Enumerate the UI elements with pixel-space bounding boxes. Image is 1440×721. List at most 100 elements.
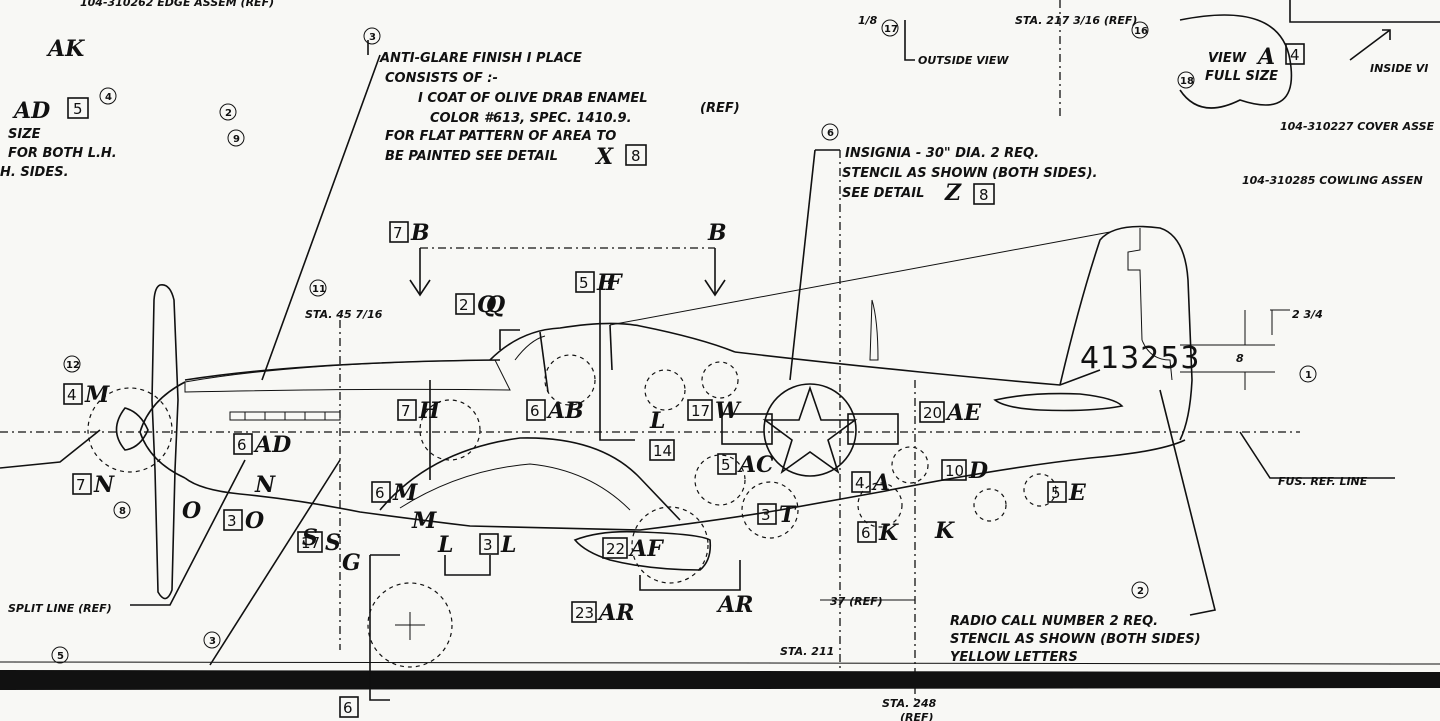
anti-glare-line-2: CONSISTS OF :-: [385, 71, 498, 86]
dim-8: 8: [1236, 352, 1244, 365]
marker-box-number: 14: [653, 442, 672, 460]
marker-box: [371, 481, 391, 503]
radio-line-3: YELLOW LETTERS: [950, 650, 1078, 665]
marker-box: [479, 533, 499, 555]
marker-letter: M: [392, 480, 418, 506]
anti-glare-ref: (REF): [700, 101, 740, 116]
marker-box: [857, 521, 877, 543]
marker-letter: N: [93, 472, 115, 498]
marker-letter: S: [302, 525, 318, 551]
marker-box: [919, 401, 945, 423]
dim-37: 37 (REF): [830, 595, 883, 608]
marker-box-number: 4: [855, 474, 865, 492]
balloon-circle: [227, 129, 245, 147]
marker-box: [571, 601, 597, 623]
split-line-label: SPLIT LINE (REF): [8, 602, 112, 615]
serial-number: 413253: [1080, 341, 1201, 376]
marker-box: [63, 383, 83, 405]
balloon-circle: [51, 646, 69, 664]
marker-letter: O: [182, 498, 201, 524]
balloon-number: 11: [312, 284, 326, 295]
marker-letter: K: [934, 518, 955, 544]
balloon-number: 9: [233, 134, 240, 145]
balloon-number: 4: [105, 92, 112, 103]
sta-45-note: STA. 45 7/16: [305, 308, 383, 321]
marker-letter: E: [1068, 480, 1087, 506]
balloon-number: 1: [1305, 370, 1312, 381]
marker-letter: T: [779, 502, 797, 528]
anti-glare-line-5: FOR FLAT PATTERN OF AREA TO: [385, 129, 616, 144]
marker-box: [233, 433, 253, 455]
cowling-assem-note: 104-310285 COWLING ASSEN: [1242, 174, 1423, 187]
marker-box: [297, 531, 323, 553]
balloon-number: 6: [827, 128, 834, 139]
marker-box-number: 3: [227, 512, 237, 530]
view-a-letter: A: [1256, 44, 1275, 70]
insignia-line-1: INSIGNIA - 30" DIA. 2 REQ.: [845, 146, 1039, 161]
marker-box-number: 4: [67, 386, 77, 404]
marker-letter: Q: [477, 292, 496, 318]
marker-box: [397, 399, 417, 421]
marker-box: [339, 696, 359, 718]
aircraft-outline: [87, 225, 1193, 668]
balloon-number: 16: [1134, 26, 1148, 37]
anti-glare-line-1: ANTI-GLARE FINISH I PLACE: [379, 51, 582, 66]
marker-letter: AR: [716, 592, 753, 618]
marker-letter: H: [418, 398, 441, 424]
radio-line-2: STENCIL AS SHOWN (BOTH SIDES): [950, 632, 1201, 647]
marker-box: [455, 293, 475, 315]
sta-217-note: STA. 217 3/16 (REF): [1015, 14, 1137, 27]
marker-box: [757, 503, 777, 525]
marker-box-number: 22: [606, 540, 625, 558]
marker-box-number: 10: [945, 462, 964, 480]
marker-letter: L: [500, 532, 516, 558]
marker-letter: G: [342, 550, 361, 576]
marker-box-number: 5: [579, 274, 589, 292]
marker-box: [649, 439, 675, 461]
marker-box: [389, 221, 409, 243]
marker-box: [851, 471, 871, 493]
balloon-circle: [113, 501, 131, 519]
insignia-detail-box: 8: [979, 186, 989, 204]
marker-box-number: 6: [343, 699, 353, 717]
marker-box: [687, 399, 713, 421]
dim-eighth: 1/8: [858, 14, 878, 27]
balloon-number: 2: [225, 108, 232, 119]
marker-box-number: 7: [76, 476, 86, 494]
ad-for-both: FOR BOTH L.H.: [8, 146, 117, 161]
marker-box: [526, 399, 546, 421]
marker-letter: B: [410, 220, 430, 246]
marker-box: [1047, 481, 1067, 503]
marker-letter: AC: [737, 452, 774, 478]
sta-248-label: STA. 248: [882, 697, 937, 710]
balloon-circle: [1299, 365, 1317, 383]
marker-box-number: 3: [483, 536, 493, 554]
sta-211-label: STA. 211: [780, 645, 834, 658]
balloon-circle: [99, 87, 117, 105]
anti-glare-line-6: BE PAINTED SEE DETAIL: [385, 149, 558, 164]
marker-box-number: 2: [459, 296, 469, 314]
balloon-circle: [203, 631, 221, 649]
balloon-circle: [1177, 71, 1195, 89]
marker-box-number: 23: [575, 604, 594, 622]
view-a-full-size: FULL SIZE: [1205, 69, 1278, 84]
marker-letter: N: [254, 472, 276, 498]
marker-letter: M: [84, 382, 110, 408]
balloon-number: 17: [884, 24, 898, 35]
balloon-circle: [309, 279, 327, 297]
ad-size: SIZE: [8, 127, 41, 142]
insignia-line-2: STENCIL AS SHOWN (BOTH SIDES).: [842, 166, 1097, 181]
inside-view-label: INSIDE VI: [1370, 62, 1428, 75]
marker-box-number: 7: [393, 224, 403, 242]
marker-box-number: 7: [401, 402, 411, 420]
marker-box-number: 6: [237, 436, 247, 454]
balloon-circle: [881, 19, 899, 37]
balloon-number: 2: [1137, 586, 1144, 597]
reference-lines: [0, 0, 1440, 701]
marker-box-number: 17: [691, 402, 710, 420]
balloon-circle: [363, 27, 381, 45]
ad-view-letter: AD: [12, 98, 50, 124]
